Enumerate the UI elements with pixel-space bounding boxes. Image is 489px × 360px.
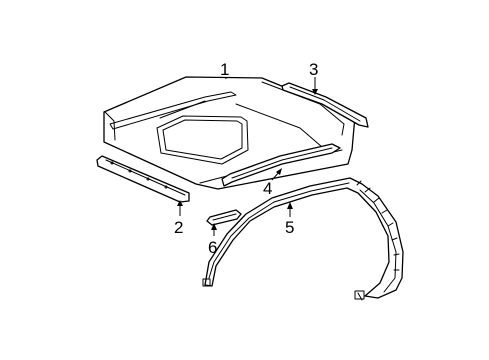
rear-roof-bow — [281, 82, 369, 128]
front-header-rail — [96, 155, 190, 203]
leader-lines — [177, 77, 318, 236]
arrowhead-2 — [177, 200, 183, 206]
arrowhead-3 — [312, 89, 318, 95]
callout-4: 4 — [263, 179, 272, 198]
callout-1: 1 — [220, 60, 229, 79]
arrowhead-4 — [276, 168, 282, 175]
small-molding-piece — [206, 209, 242, 226]
side-roof-rail — [221, 143, 341, 187]
arrowhead-5 — [287, 202, 293, 209]
callout-2: 2 — [174, 218, 183, 237]
roof-molding — [202, 177, 404, 301]
arrowhead-6 — [211, 223, 217, 230]
callout-3: 3 — [309, 60, 318, 79]
callout-5: 5 — [285, 218, 294, 237]
callout-6: 6 — [208, 238, 217, 257]
